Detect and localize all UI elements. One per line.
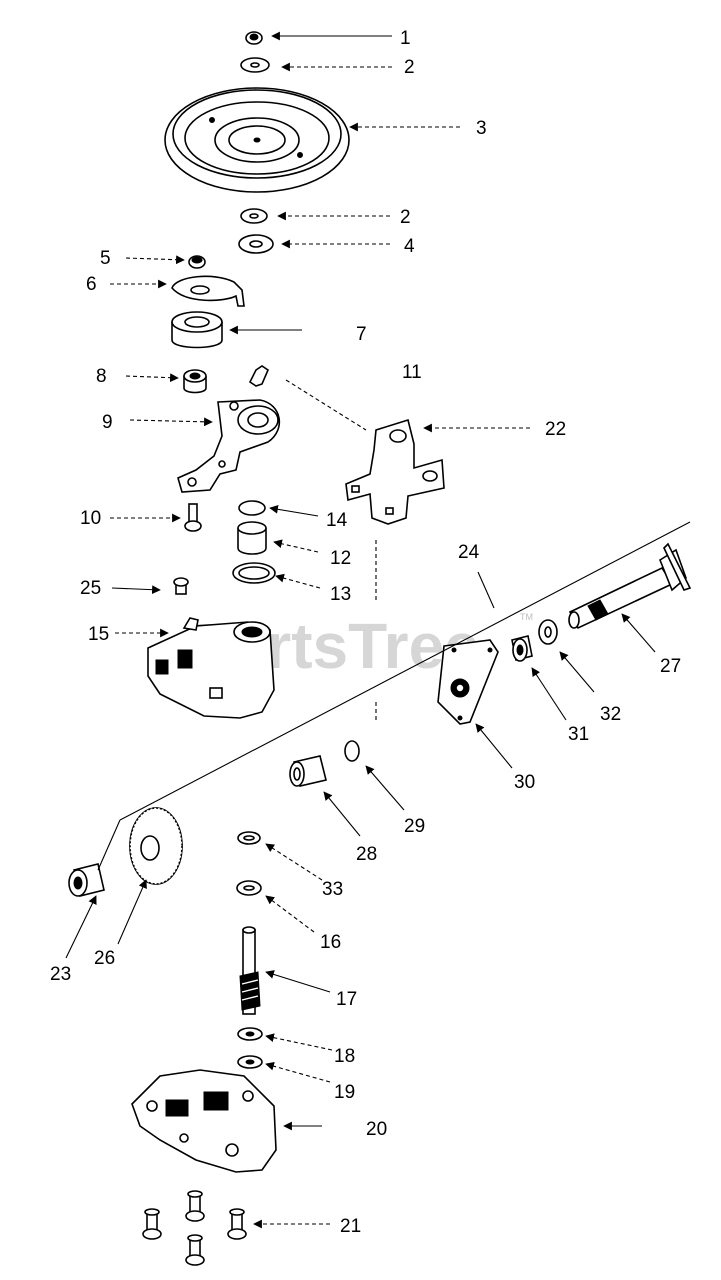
callout-17: 17 — [336, 989, 357, 1010]
callout-2-upper: 2 — [404, 57, 415, 78]
callout-4: 4 — [404, 236, 415, 257]
assembly-lines — [97, 379, 691, 871]
callout-30: 30 — [514, 772, 535, 793]
part-27-axle[interactable] — [568, 542, 692, 630]
part-6-idler-bracket[interactable] — [171, 275, 245, 307]
callout-7: 7 — [356, 324, 367, 345]
callout-21: 21 — [340, 1216, 361, 1237]
callout-32: 32 — [600, 704, 621, 725]
part-18-washer[interactable] — [237, 1027, 263, 1041]
callout-11: 11 — [402, 362, 422, 383]
part-7-bearing[interactable] — [171, 311, 223, 349]
bolt-d — [185, 1234, 205, 1266]
part-26-gear[interactable] — [129, 807, 183, 885]
callout-28: 28 — [356, 844, 377, 865]
callout-10: 10 — [80, 508, 101, 529]
part-11-spring[interactable] — [248, 365, 269, 387]
part-14-o-ring[interactable] — [238, 500, 266, 516]
part-12-sleeve[interactable] — [237, 521, 267, 555]
part-28-bushing[interactable] — [289, 755, 327, 787]
part-2-washer-lower[interactable] — [240, 208, 268, 224]
callout-13: 13 — [330, 584, 351, 605]
callout-2-lower: 2 — [400, 207, 411, 228]
callout-26: 26 — [94, 948, 115, 969]
callout-22: 22 — [545, 419, 566, 440]
part-9-idler-arm[interactable] — [177, 399, 281, 493]
part-4-spacer[interactable] — [238, 234, 274, 254]
trademark-mark: TM — [520, 612, 533, 622]
callout-18: 18 — [334, 1046, 355, 1067]
part-1-nut[interactable] — [245, 31, 263, 45]
part-30-plate[interactable] — [437, 639, 499, 725]
callout-31: 31 — [568, 724, 589, 745]
part-19-washer[interactable] — [237, 1055, 263, 1069]
part-10-bolt[interactable] — [184, 503, 202, 532]
part-23-bushing[interactable] — [68, 863, 105, 897]
callout-6: 6 — [86, 274, 97, 295]
callout-9: 9 — [102, 412, 113, 433]
callout-27: 27 — [660, 656, 681, 677]
bolt-b — [142, 1208, 162, 1240]
part-17-worm-shaft[interactable] — [239, 926, 261, 1015]
callout-12: 12 — [330, 548, 351, 569]
part-2-washer-upper[interactable] — [240, 57, 270, 73]
bolt-a — [185, 1190, 205, 1222]
callout-15: 15 — [88, 624, 109, 645]
callout-5: 5 — [100, 248, 111, 269]
leader-arrows — [65, 31, 656, 1229]
part-15-upper-housing[interactable] — [147, 617, 275, 719]
part-33-washer[interactable] — [237, 831, 261, 845]
part-22-mounting-bracket[interactable] — [345, 418, 445, 525]
part-32-washer[interactable] — [538, 619, 558, 645]
part-20-lower-housing[interactable] — [131, 1069, 277, 1173]
callout-20: 20 — [366, 1119, 387, 1140]
callout-1: 1 — [400, 28, 411, 49]
part-31-bushing[interactable] — [511, 635, 533, 662]
part-3-pulley[interactable] — [164, 87, 350, 193]
callout-16: 16 — [320, 932, 341, 953]
part-29-ring[interactable] — [344, 740, 360, 762]
callout-3: 3 — [476, 118, 487, 139]
callout-23: 23 — [50, 964, 71, 985]
part-13-washer[interactable] — [232, 562, 276, 584]
part-25-bolt[interactable] — [173, 577, 189, 595]
part-16-washer[interactable] — [236, 880, 262, 896]
callout-19: 19 — [334, 1082, 355, 1103]
callout-24: 24 — [458, 542, 480, 563]
callout-14: 14 — [326, 510, 348, 531]
callout-labels: 1 2 3 2 4 5 6 7 8 11 9 22 10 14 12 24 25… — [50, 28, 681, 1237]
callout-8: 8 — [96, 366, 107, 387]
bolt-c — [227, 1208, 247, 1240]
callout-29: 29 — [404, 816, 425, 837]
part-5-nut[interactable] — [188, 255, 206, 269]
part-21-bolts[interactable] — [142, 1190, 247, 1266]
part-8-bushing[interactable] — [183, 369, 207, 394]
callout-25: 25 — [80, 578, 101, 599]
callout-33: 33 — [322, 879, 343, 900]
